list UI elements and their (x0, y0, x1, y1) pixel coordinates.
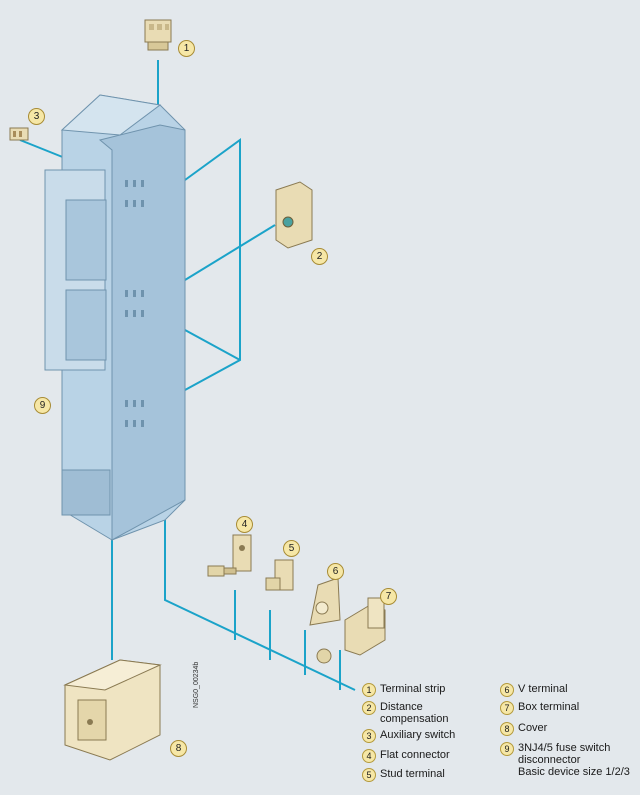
auxiliary-switch-part (9, 127, 29, 141)
legend-item-6: 6 V terminal (500, 683, 568, 697)
terminal-strip-part (144, 19, 172, 51)
image-code: NSG0_00234b (193, 661, 200, 708)
box-terminal-part (344, 597, 386, 656)
cover-part (63, 659, 162, 761)
legend-item-5: 5 Stud terminal (362, 768, 445, 782)
v-terminal-part (309, 577, 341, 664)
callout-1: 1 (178, 40, 195, 57)
legend-item-9: 9 3NJ4/5 fuse switch disconnector Basic … (500, 742, 630, 778)
callout-2: 2 (311, 248, 328, 265)
callout-7: 7 (380, 588, 397, 605)
legend-item-2: 2 Distance compensation (362, 701, 449, 725)
callout-5: 5 (283, 540, 300, 557)
legend-item-1: 1 Terminal strip (362, 683, 445, 697)
distance-compensation-part (275, 181, 313, 249)
callout-9: 9 (34, 397, 51, 414)
stud-terminal-part (265, 559, 294, 591)
flat-connector-part (207, 534, 252, 577)
callout-3: 3 (28, 108, 45, 125)
legend-item-3: 3 Auxiliary switch (362, 729, 455, 743)
callout-4: 4 (236, 516, 253, 533)
callout-8: 8 (170, 740, 187, 757)
legend-item-7: 7 Box terminal (500, 701, 579, 715)
legend-item-4: 4 Flat connector (362, 749, 450, 763)
legend-item-8: 8 Cover (500, 722, 547, 736)
connector-lines (19, 60, 356, 691)
fuse-switch-body (44, 94, 186, 541)
callout-6: 6 (327, 563, 344, 580)
